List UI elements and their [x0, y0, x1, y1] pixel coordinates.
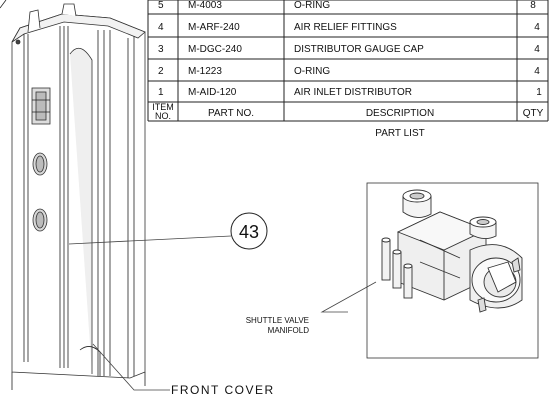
part-list-caption: PART LIST — [375, 128, 424, 139]
description-cell: O-RING — [294, 0, 330, 11]
shuttle-valve-detail: SHUTTLE VALVE MANIFOLD — [246, 182, 539, 359]
table-row: 5 M-4003 O-RING 8 — [158, 0, 536, 11]
qty-cell: 1 — [536, 87, 542, 98]
part-list-table: 5 M-4003 O-RING 8 4 M-ARF-240 AIR RELIEF… — [147, 0, 549, 139]
part-no-cell: M-1223 — [188, 66, 222, 77]
item-no-cell: 5 — [158, 0, 164, 11]
shuttle-valve-label-line1: SHUTTLE VALVE — [246, 316, 309, 325]
part-no-cell: M-DGC-240 — [188, 44, 242, 55]
table-row: 1 M-AID-120 AIR INLET DISTRIBUTOR 1 — [158, 87, 542, 98]
front-cover-illustration — [0, 0, 146, 390]
qty-cell: 4 — [534, 22, 540, 33]
description-cell: AIR INLET DISTRIBUTOR — [294, 87, 412, 98]
part-no-cell: M-AID-120 — [188, 87, 237, 98]
header-qty: QTY — [523, 108, 544, 119]
part-no-cell: M-4003 — [188, 0, 222, 11]
table-row: 4 M-ARF-240 AIR RELIEF FITTINGS 4 — [158, 22, 540, 33]
front-cover-label: FRONT COVER — [171, 383, 275, 397]
table-header: ITEM NO. PART NO. DESCRIPTION QTY — [152, 102, 543, 121]
header-item-no: ITEM — [152, 102, 174, 112]
qty-cell: 4 — [534, 66, 540, 77]
balloon-callout-43: 43 — [68, 212, 268, 250]
item-no-cell: 2 — [158, 66, 164, 77]
header-description: DESCRIPTION — [366, 108, 434, 119]
shuttle-valve-label-line2: MANIFOLD — [268, 326, 310, 335]
description-cell: DISTRIBUTOR GAUGE CAP — [294, 44, 424, 55]
item-no-cell: 1 — [158, 87, 164, 98]
balloon-number: 43 — [239, 222, 259, 242]
part-no-cell: M-ARF-240 — [188, 22, 240, 33]
table-row: 2 M-1223 O-RING 4 — [158, 66, 540, 77]
description-cell: O-RING — [294, 66, 330, 77]
header-part-no: PART NO. — [208, 108, 254, 119]
front-cover-callout: FRONT COVER — [92, 343, 275, 397]
table-row: 3 M-DGC-240 DISTRIBUTOR GAUGE CAP 4 — [158, 44, 540, 55]
description-cell: AIR RELIEF FITTINGS — [294, 22, 397, 33]
item-no-cell: 4 — [158, 22, 164, 33]
header-item-no-line2: NO. — [155, 111, 171, 121]
item-no-cell: 3 — [158, 44, 164, 55]
qty-cell: 4 — [534, 44, 540, 55]
qty-cell: 8 — [530, 0, 536, 11]
